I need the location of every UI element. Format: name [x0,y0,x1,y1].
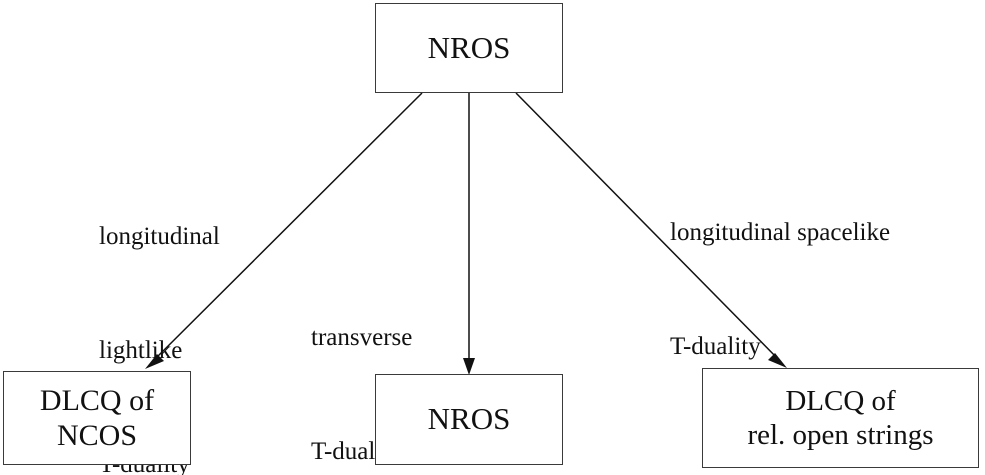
node-nros-bottom[interactable]: NROS [375,374,563,465]
node-dlcq-of-rel-open-strings-line-2: rel. open strings [747,419,934,451]
edge-label-longitudinal-lightlike-line-1: longitudinal [99,223,220,250]
node-dlcq-of-rel-open-strings[interactable]: DLCQ of rel. open strings [702,368,979,468]
node-dlcq-of-ncos[interactable]: DLCQ of NCOS [3,371,191,465]
arrow-transverse [463,93,475,375]
node-dlcq-of-ncos-line-1: DLCQ of [39,383,155,417]
edge-label-longitudinal-lightlike-line-2: lightlike [99,337,183,364]
node-nros-top[interactable]: NROS [375,3,563,93]
edge-label-longitudinal-spacelike-line-1: longitudinal spacelike [670,219,891,246]
node-dlcq-of-ncos-line-2: NCOS [56,419,138,452]
arrow-longitudinal-lightlike [145,92,423,369]
edge-label-transverse-line-1: transverse [311,324,413,351]
node-nros-bottom-line-1: NROS [427,401,511,437]
edge-label-longitudinal-spacelike-line-2: T-duality [670,333,761,360]
node-dlcq-of-rel-open-strings-line-1: DLCQ of [785,384,896,417]
node-nros-top-line-1: NROS [427,29,511,65]
edge-label-longitudinal-spacelike: longitudinal spacelike T-duality [670,138,890,442]
arrow-longitudinal-spacelike [515,92,787,368]
